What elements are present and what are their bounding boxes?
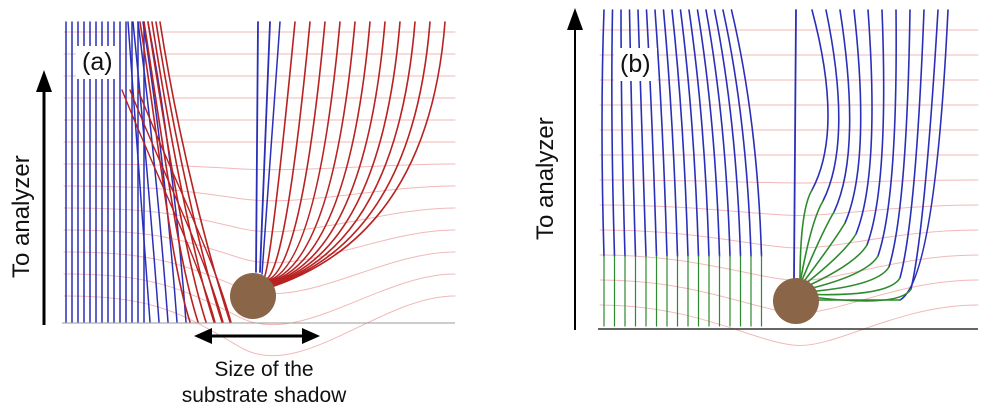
blue-trajectory bbox=[601, 9, 605, 257]
red-trajectory bbox=[261, 21, 386, 286]
blue-trajectory bbox=[620, 9, 626, 257]
shadow-size-caption: Size of the substrate shadow bbox=[154, 357, 374, 409]
blue-trajectory bbox=[899, 9, 949, 301]
blue-trajectory bbox=[910, 9, 939, 290]
red-trajectory bbox=[139, 21, 191, 323]
blue-trajectory bbox=[688, 9, 710, 257]
blue-trajectory bbox=[662, 9, 679, 257]
caption-line-1: Size of the bbox=[214, 358, 314, 381]
blue-trajectory bbox=[793, 9, 797, 279]
panel-b-analyzer-arrowhead bbox=[567, 8, 583, 30]
green-trajectory bbox=[799, 200, 824, 285]
blue-trajectory bbox=[713, 9, 742, 257]
blue-trajectory bbox=[255, 21, 259, 273]
panel-a-shadow-arrowhead-right bbox=[302, 328, 320, 344]
red-trajectory bbox=[261, 21, 431, 290]
red-trajectory bbox=[261, 21, 311, 281]
blue-trajectory bbox=[259, 21, 271, 273]
field-line bbox=[599, 179, 979, 184]
field-line bbox=[63, 273, 456, 326]
panel-a-substrate-particle bbox=[230, 273, 276, 319]
green-trajectory bbox=[799, 189, 813, 283]
red-trajectory bbox=[121, 89, 216, 323]
green-trajectory bbox=[799, 222, 846, 288]
blue-trajectory bbox=[261, 21, 281, 275]
blue-trajectory bbox=[855, 9, 873, 235]
blue-trajectory bbox=[877, 9, 897, 257]
blue-trajectory bbox=[654, 9, 668, 257]
panel-a-diagram bbox=[36, 21, 456, 357]
green-trajectory bbox=[799, 211, 835, 286]
panel-b-diagram bbox=[567, 8, 979, 347]
red-trajectory bbox=[137, 89, 232, 323]
panel-b-blue-trajectories bbox=[601, 9, 949, 301]
caption-line-2: substrate shadow bbox=[181, 384, 347, 407]
blue-trajectory bbox=[132, 21, 160, 323]
blue-trajectory bbox=[844, 9, 862, 224]
blue-trajectory bbox=[833, 9, 851, 213]
blue-trajectory bbox=[888, 9, 911, 268]
panel-a-shadow-arrowhead-left bbox=[194, 328, 212, 344]
field-line bbox=[63, 229, 456, 264]
blue-trajectory bbox=[671, 9, 689, 257]
blue-trajectory bbox=[730, 9, 763, 257]
blue-trajectory bbox=[899, 9, 925, 279]
blue-trajectory bbox=[722, 9, 752, 257]
panel-a-red-trajectories bbox=[121, 21, 446, 323]
blue-trajectory bbox=[866, 9, 885, 246]
red-trajectory bbox=[129, 89, 224, 323]
blue-trajectory bbox=[705, 9, 731, 257]
blue-trajectory bbox=[822, 9, 840, 202]
red-trajectory bbox=[261, 21, 356, 284]
field-line bbox=[599, 204, 979, 217]
red-trajectory bbox=[159, 21, 231, 323]
red-trajectory bbox=[155, 21, 223, 323]
blue-trajectory bbox=[628, 9, 637, 257]
field-line bbox=[63, 207, 456, 233]
blue-trajectory bbox=[127, 21, 151, 323]
field-line bbox=[599, 304, 979, 347]
red-trajectory bbox=[143, 21, 199, 323]
red-trajectory bbox=[261, 21, 326, 282]
blue-trajectory bbox=[811, 9, 829, 191]
blue-trajectory bbox=[611, 9, 616, 257]
red-trajectory bbox=[261, 21, 341, 283]
blue-trajectory bbox=[679, 9, 700, 257]
red-trajectory bbox=[147, 21, 207, 323]
blue-trajectory bbox=[696, 9, 721, 257]
panel-b-axis-label: To analyzer bbox=[532, 117, 559, 240]
red-trajectory bbox=[261, 21, 416, 289]
field-line bbox=[63, 295, 456, 357]
blue-trajectory bbox=[637, 9, 647, 257]
panel-a-axis-label: To analyzer bbox=[8, 155, 35, 278]
red-trajectory bbox=[261, 21, 401, 288]
panel-b-label: (b) bbox=[614, 48, 657, 81]
panel-a-analyzer-arrowhead bbox=[36, 70, 52, 92]
blue-trajectory bbox=[645, 9, 658, 257]
panel-b-substrate-particle bbox=[773, 278, 819, 324]
red-trajectory bbox=[261, 21, 371, 285]
red-trajectory bbox=[261, 21, 446, 291]
panel-a-label: (a) bbox=[76, 46, 119, 79]
